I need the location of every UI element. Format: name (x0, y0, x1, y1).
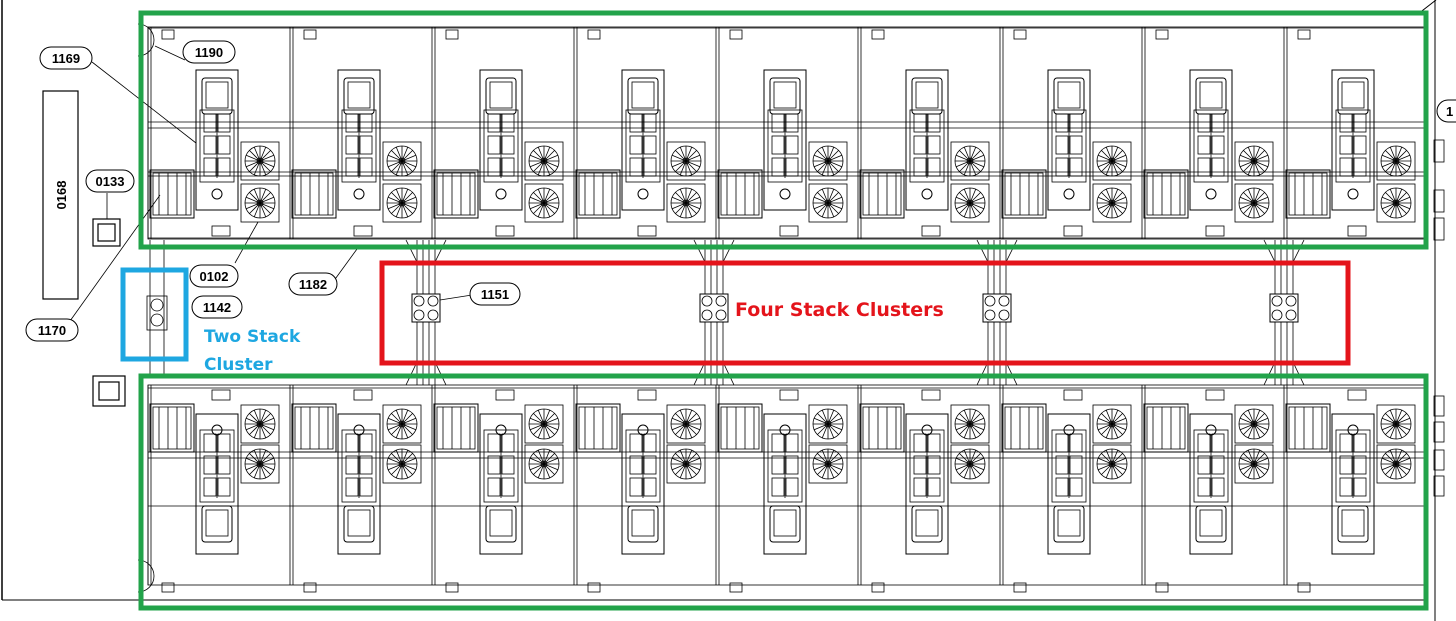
generator-engine (195, 413, 239, 555)
callout-0133: 0133 (85, 169, 135, 193)
switchgear-panel (1001, 169, 1047, 219)
generator-bay (431, 27, 564, 239)
callout-1169: 1169 (39, 46, 93, 70)
generator-bay (1283, 385, 1416, 593)
generator-engine (337, 69, 381, 211)
generator-bay (573, 27, 706, 239)
generator-bay (999, 27, 1132, 239)
svg-text:0133: 0133 (96, 174, 125, 189)
generator-bay (715, 27, 848, 239)
generator-engine (1189, 69, 1233, 211)
generator-bay (1141, 27, 1274, 239)
switchgear-panel (859, 169, 905, 219)
svg-text:1142: 1142 (203, 300, 231, 315)
svg-text:1190: 1190 (195, 45, 223, 60)
top-generator-row (147, 26, 1445, 241)
callout-1190: 1190 (182, 40, 236, 64)
top-row-highlight (138, 10, 1429, 250)
generator-engine (1331, 413, 1375, 555)
generator-engine (763, 69, 807, 211)
four-stack-highlight (379, 260, 1351, 366)
generator-engine (479, 69, 523, 211)
callout-leaders (69, 45, 473, 322)
svg-text:1169: 1169 (52, 51, 80, 66)
two-stack-label-line2: Cluster (204, 355, 273, 375)
two-stack-highlight (120, 267, 189, 362)
generator-engine (1331, 69, 1375, 211)
generator-bay (857, 385, 990, 593)
switchgear-panel (433, 403, 479, 453)
generator-bay (999, 385, 1132, 593)
callout-1142: 1142 (191, 295, 243, 319)
generator-engine (1189, 413, 1233, 555)
callout-0102: 0102 (189, 264, 239, 288)
generator-engine (621, 413, 665, 555)
switchgear-panel (1001, 403, 1047, 453)
generator-bay (857, 27, 990, 239)
svg-text:0102: 0102 (200, 269, 229, 284)
switchgear-panel (575, 169, 621, 219)
generator-bay (431, 385, 564, 593)
callout-1170: 1170 (25, 318, 79, 342)
generator-engine (905, 69, 949, 211)
switchgear-panel (1143, 403, 1189, 453)
label-0168: 0168 (54, 181, 69, 210)
generator-bay (1283, 27, 1416, 239)
switchgear-panel (717, 169, 763, 219)
generator-bay (1141, 385, 1274, 593)
generator-bay (147, 385, 280, 593)
two-stack-label-line1: Two Stack (204, 327, 301, 347)
switchgear-panel (433, 169, 479, 219)
generator-bay (289, 385, 422, 593)
bottom-row-highlight (138, 373, 1429, 611)
generator-engine (1047, 69, 1091, 211)
switchgear-panel (575, 403, 621, 453)
switchgear-panel (1143, 169, 1189, 219)
callout-1151: 1151 (469, 282, 521, 306)
generator-bay (289, 27, 422, 239)
svg-text:1151: 1151 (481, 287, 509, 302)
svg-text:1: 1 (1446, 104, 1453, 119)
generator-bay (147, 27, 280, 239)
switchgear-panel (1285, 169, 1331, 219)
switchgear-panel (149, 169, 195, 219)
left-equipment: 0168 (42, 23, 168, 593)
four-stack-label: Four Stack Clusters (735, 299, 944, 321)
switchgear-panel (291, 403, 337, 453)
switchgear-panel (149, 403, 195, 453)
generator-bay (715, 385, 848, 593)
callout-edge: 1 (1436, 99, 1456, 123)
switchgear-panel (717, 403, 763, 453)
generator-engine (621, 69, 665, 211)
svg-text:1182: 1182 (299, 277, 327, 292)
switchgear-panel (291, 169, 337, 219)
callout-1182: 1182 (288, 272, 338, 296)
generator-engine (479, 413, 523, 555)
generator-engine (195, 69, 239, 211)
switchgear-panel (859, 403, 905, 453)
generator-bay (573, 385, 706, 593)
generator-engine (905, 413, 949, 555)
bottom-generator-row (147, 384, 1445, 593)
generator-engine (1047, 413, 1091, 555)
generator-engine (763, 413, 807, 555)
svg-text:1170: 1170 (38, 323, 66, 338)
generator-engine (337, 413, 381, 555)
switchgear-panel (1285, 403, 1331, 453)
